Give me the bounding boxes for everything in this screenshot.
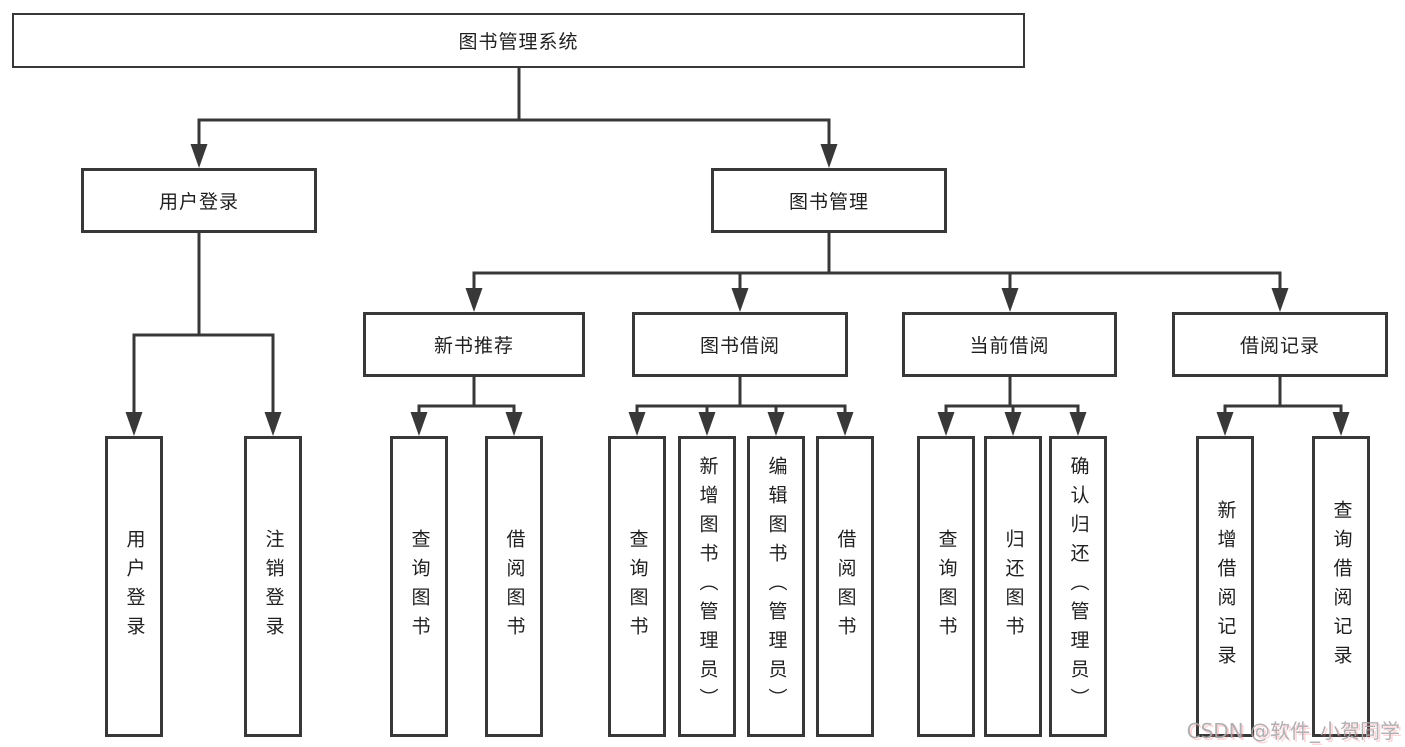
leaf-logout: 注销登录: [244, 436, 302, 737]
node-borrowing-records-label: 借阅记录: [1239, 335, 1320, 357]
leaf-add-borrow-record-label: 新增借阅记录: [1214, 499, 1237, 674]
leaf-return-books: 归还图书: [984, 436, 1042, 737]
leaf-borrow-books: 借阅图书: [816, 436, 874, 737]
leaf-query-books-current-label: 查询图书: [935, 528, 958, 645]
leaf-add-books-admin: 新增图书（管理员）: [678, 436, 736, 737]
node-book-borrowing-label: 图书借阅: [699, 335, 780, 357]
leaf-confirm-return-admin: 确认归还（管理员）: [1049, 436, 1107, 737]
leaf-query-books-recommend: 查询图书: [390, 436, 448, 737]
leaf-query-books-current: 查询图书: [917, 436, 975, 737]
leaf-user-login-label: 用户登录: [123, 528, 146, 645]
leaf-user-login: 用户登录: [105, 436, 163, 737]
node-current-borrowing: 当前借阅: [902, 312, 1117, 377]
node-library-system-label: 图书管理系统: [458, 31, 579, 53]
leaf-return-books-label: 归还图书: [1002, 528, 1025, 645]
leaf-edit-books-admin: 编辑图书（管理员）: [747, 436, 805, 737]
node-user-login-label: 用户登录: [158, 191, 239, 213]
node-book-borrowing: 图书借阅: [632, 312, 848, 377]
leaf-add-borrow-record: 新增借阅记录: [1196, 436, 1254, 737]
node-current-borrowing-label: 当前借阅: [969, 335, 1050, 357]
leaf-query-books-recommend-label: 查询图书: [408, 528, 431, 645]
node-user-login: 用户登录: [81, 168, 317, 233]
node-new-book-recommendation: 新书推荐: [363, 312, 585, 377]
leaf-query-books-borrowing: 查询图书: [608, 436, 666, 737]
leaf-logout-label: 注销登录: [262, 528, 285, 645]
node-new-book-recommendation-label: 新书推荐: [433, 335, 514, 357]
leaf-confirm-return-admin-label: 确认归还（管理员）: [1067, 456, 1090, 717]
leaf-edit-books-admin-label: 编辑图书（管理员）: [765, 456, 788, 717]
leaf-borrow-books-recommend-label: 借阅图书: [503, 528, 526, 645]
node-library-system: 图书管理系统: [12, 13, 1025, 68]
leaf-borrow-books-label: 借阅图书: [834, 528, 857, 645]
node-borrowing-records: 借阅记录: [1172, 312, 1388, 377]
leaf-borrow-books-recommend: 借阅图书: [485, 436, 543, 737]
node-book-management: 图书管理: [711, 168, 947, 233]
node-book-management-label: 图书管理: [788, 191, 869, 213]
leaf-query-borrow-record: 查询借阅记录: [1312, 436, 1370, 737]
leaf-query-books-borrowing-label: 查询图书: [626, 528, 649, 645]
leaf-add-books-admin-label: 新增图书（管理员）: [696, 456, 719, 717]
leaf-query-borrow-record-label: 查询借阅记录: [1330, 499, 1353, 674]
